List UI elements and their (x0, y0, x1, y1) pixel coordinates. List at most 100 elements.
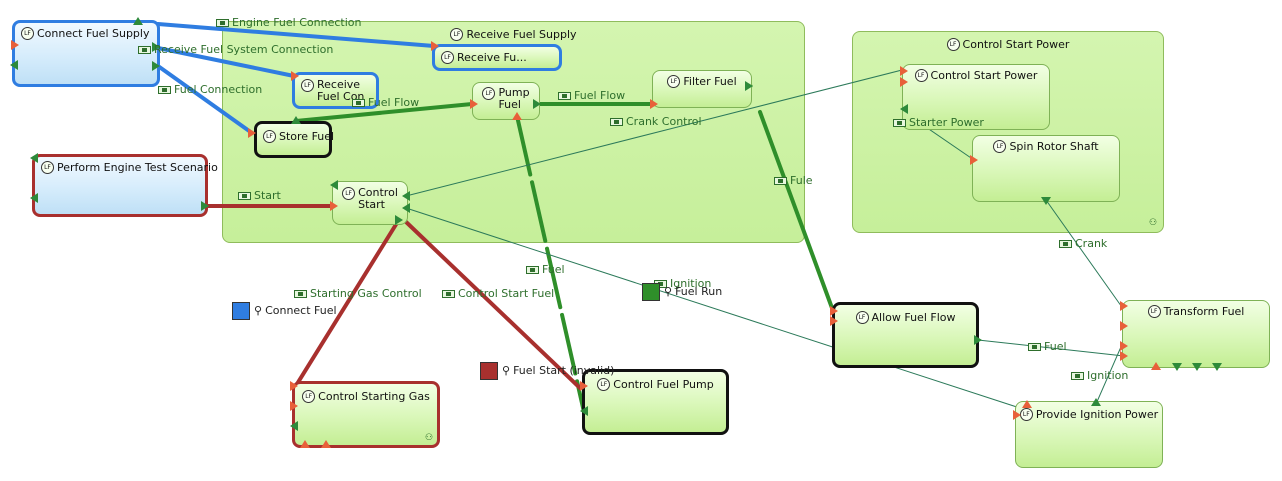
node-label: Control Start Power (930, 69, 1038, 82)
node-connect-fuel-supply[interactable]: LF Connect Fuel Supply (12, 20, 160, 87)
port-in[interactable] (900, 66, 908, 76)
port-out[interactable] (580, 406, 588, 416)
port-in[interactable] (1022, 400, 1032, 408)
function-icon: LF (342, 187, 356, 200)
port-out[interactable] (1172, 363, 1182, 371)
port-in[interactable] (330, 201, 338, 211)
port-out[interactable] (900, 104, 908, 114)
port-in[interactable] (1013, 410, 1021, 420)
label-fule[interactable]: Fule (774, 174, 813, 187)
port-out[interactable] (133, 17, 143, 25)
node-perform-engine-test-scenario[interactable]: LF Perform Engine Test Scenario (32, 154, 218, 217)
scenario-link-icon: ⚲ (664, 285, 673, 298)
function-icon: LF (441, 51, 454, 64)
node-store-fuel[interactable]: LF Store Fuel (254, 121, 334, 158)
port-out[interactable] (402, 191, 410, 201)
node-provide-ignition-power[interactable]: LF Provide Ignition Power (1015, 401, 1163, 468)
port-in[interactable] (830, 316, 838, 326)
label-engine-fuel-connection[interactable]: Engine Fuel Connection (216, 16, 361, 29)
port-out[interactable] (330, 180, 338, 190)
node-pump-fuel[interactable]: LF Pump Fuel (472, 82, 540, 120)
flow-port-icon (774, 176, 787, 185)
scenario-swatch-red[interactable] (480, 362, 498, 380)
port-out[interactable] (152, 61, 160, 71)
port-out[interactable] (152, 42, 160, 52)
port-out[interactable] (10, 60, 18, 70)
label-start[interactable]: Start (238, 189, 281, 202)
port-out[interactable] (1041, 197, 1051, 205)
scenario-connect-fuel[interactable]: ⚲ Connect Fuel (254, 304, 337, 317)
port-out[interactable] (201, 201, 209, 211)
port-in[interactable] (512, 112, 522, 120)
port-in[interactable] (290, 381, 298, 391)
port-in[interactable] (970, 155, 978, 165)
function-icon: LF (855, 311, 869, 324)
port-in[interactable] (11, 40, 19, 50)
port-out[interactable] (30, 193, 38, 203)
port-out[interactable] (290, 421, 298, 431)
scenario-fuel-start-invalid[interactable]: ⚲ Fuel Start (invalid) (502, 364, 615, 377)
port-in[interactable] (431, 41, 439, 51)
node-spin-rotor-shaft[interactable]: LF Spin Rotor Shaft (972, 135, 1120, 202)
label-starter-power[interactable]: Starter Power (893, 116, 984, 129)
node-control-fuel-pump[interactable]: LF Control Fuel Pump (582, 369, 729, 435)
label-crank[interactable]: Crank (1059, 237, 1107, 250)
port-out[interactable] (402, 203, 410, 213)
flow-port-icon (138, 45, 151, 54)
node-allow-fuel-flow[interactable]: LF Allow Fuel Flow (832, 302, 979, 368)
node-receive-fu[interactable]: LF Receive Fu... (432, 44, 562, 71)
node-filter-fuel[interactable]: LF Filter Fuel (652, 70, 752, 108)
port-in[interactable] (900, 77, 908, 87)
label-fuel-a[interactable]: Fuel (526, 263, 565, 276)
port-in[interactable] (830, 306, 838, 316)
port-in[interactable] (248, 128, 256, 138)
scenario-swatch-green[interactable] (642, 283, 660, 301)
port-out[interactable] (745, 81, 753, 91)
port-out[interactable] (1091, 398, 1101, 406)
scenario-fuel-run[interactable]: ⚲ Fuel Run (664, 285, 723, 298)
label-receive-fuel-system-connection[interactable]: Receive Fuel System Connection (138, 43, 333, 56)
port-in[interactable] (1120, 341, 1128, 351)
label-ignition-b[interactable]: Ignition (1071, 369, 1128, 382)
port-out[interactable] (395, 215, 403, 225)
port-out[interactable] (1192, 363, 1202, 371)
node-control-starting-gas[interactable]: LF Control Starting Gas ⚇ (292, 381, 440, 448)
port-in[interactable] (580, 381, 588, 391)
port-in[interactable] (291, 71, 299, 81)
port-in[interactable] (1151, 362, 1161, 370)
port-out[interactable] (533, 99, 541, 109)
node-label: Receive Fuel Con (317, 78, 365, 103)
port-in[interactable] (1120, 301, 1128, 311)
flow-port-icon (216, 18, 229, 27)
node-label: Perform Engine Test Scenario (57, 161, 218, 174)
port-in[interactable] (290, 401, 298, 411)
node-control-start-power[interactable]: LF Control Start Power (902, 64, 1050, 130)
node-transform-fuel[interactable]: LF Transform Fuel (1122, 300, 1270, 368)
port-out[interactable] (1212, 363, 1222, 371)
scenario-swatch-blue[interactable] (232, 302, 250, 320)
container-title: Receive Fuel Supply (466, 28, 577, 41)
flow-port-icon (526, 265, 539, 274)
scenario-link-icon: ⚲ (502, 364, 511, 377)
label-fuel-flow-2[interactable]: Fuel Flow (558, 89, 625, 102)
function-icon: LF (667, 75, 681, 88)
label-fuel-connection[interactable]: Fuel Connection (158, 83, 262, 96)
port-in[interactable] (300, 440, 310, 448)
port-in[interactable] (1120, 321, 1128, 331)
label-fuel-b[interactable]: Fuel (1028, 340, 1067, 353)
port-out[interactable] (974, 335, 982, 345)
label-control-start-fuel[interactable]: Control Start Fuel (442, 287, 554, 300)
port-in[interactable] (470, 99, 478, 109)
port-out[interactable] (30, 153, 38, 163)
function-icon: LF (946, 38, 960, 51)
wire-control-start-fuel (402, 218, 582, 390)
port-in[interactable] (650, 99, 658, 109)
port-in[interactable] (321, 440, 331, 448)
port-out[interactable] (291, 116, 301, 124)
port-in[interactable] (1120, 351, 1128, 361)
label-crank-control[interactable]: Crank Control (610, 115, 702, 128)
label-starting-gas-control[interactable]: Starting Gas Control (294, 287, 422, 300)
function-icon: LF (597, 378, 611, 391)
label-fuel-flow-1[interactable]: Fuel Flow (352, 96, 419, 109)
subdiagram-icon: ⚇ (425, 433, 434, 443)
